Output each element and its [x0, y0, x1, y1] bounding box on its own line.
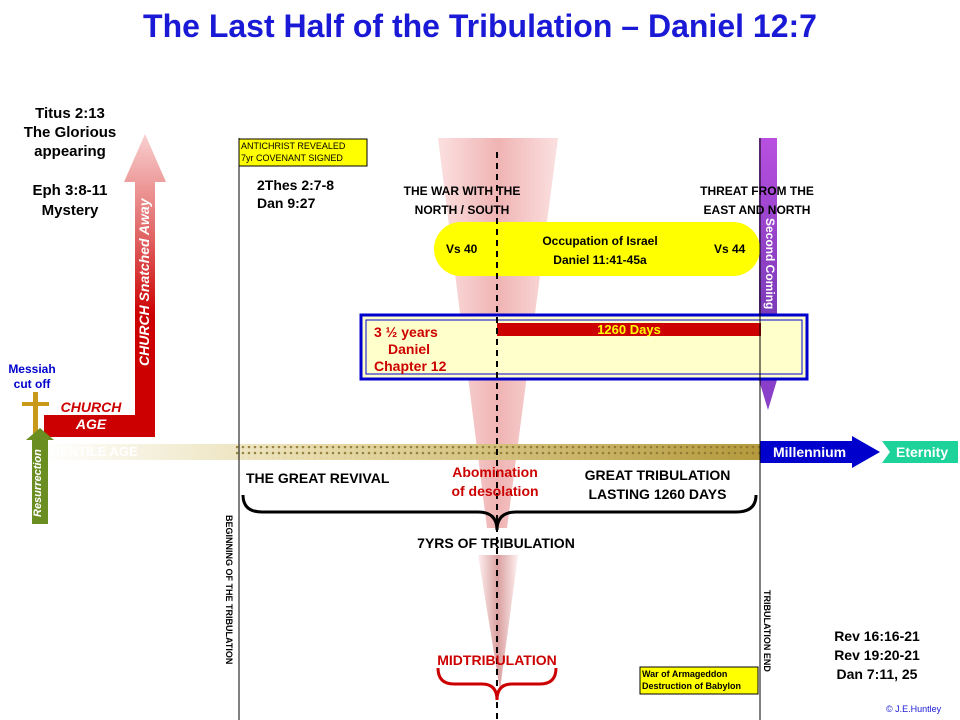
armageddon-text: War of Armageddon Destruction of Babylon [642, 668, 741, 692]
millennium-arrow [760, 436, 880, 468]
messiah-label: Messiah cut off [2, 362, 62, 392]
beginning-label: BEGINNING OF THE TRIBULATION [224, 515, 234, 665]
rev-line1: Rev 16:16-21 [834, 628, 920, 644]
great-trib-line1: GREAT TRIBULATION [584, 467, 731, 483]
occupation-pill [434, 222, 760, 276]
occupation-label: Occupation of Israel Daniel 11:41-45a [510, 232, 690, 270]
days-1260-label: 1260 Days [597, 322, 661, 337]
seven-years-label: 7YRS OF TRIBULATION [417, 535, 575, 551]
war-north-south: THE WAR WITH THE NORTH / SOUTH [387, 182, 537, 220]
copyright: © J.E.Huntley [886, 704, 942, 714]
threat-east-north: THREAT FROM THE EAST AND NORTH [682, 182, 832, 220]
thes-ref: 2Thes 2:7-8 Dan 9:27 [257, 176, 334, 212]
rev-line3: Dan 7:11, 25 [836, 666, 918, 682]
trib-end-label: TRIBULATION END [762, 590, 772, 672]
rev-line2: Rev 19:20-21 [834, 647, 920, 663]
antichrist-line2: 7yr COVENANT SIGNED [241, 153, 343, 163]
antichrist-text: ANTICHRIST REVEALED 7yr COVENANT SIGNED [241, 140, 345, 164]
days-1260-bar [497, 323, 761, 336]
abomination-line1: Abomination [452, 464, 538, 480]
messiah-line2: cut off [13, 377, 51, 391]
antichrist-box [238, 138, 368, 167]
cross-horizontal [22, 402, 49, 406]
threat-line2: EAST AND NORTH [703, 203, 811, 217]
second-coming-label: Second Coming [763, 218, 777, 310]
threat-line1: THREAT FROM THE [700, 184, 814, 198]
rev-refs: Rev 16:16-21 Rev 19:20-21 Dan 7:11, 25 [815, 627, 939, 684]
second-coming-bar-top [759, 138, 777, 318]
daniel-line1: 3 ½ years [374, 324, 438, 340]
resurrection-arrow [26, 428, 54, 524]
millennium-label: Millennium [773, 444, 847, 460]
messiah-line1: Messiah [8, 362, 56, 376]
midtrib-cone-lower [478, 555, 518, 690]
midtrib-brace [436, 667, 558, 701]
war-line1: THE WAR WITH THE [403, 184, 521, 198]
resurrection-label: Resurrection [32, 449, 44, 517]
occupation-line1: Occupation of Israel [542, 234, 658, 248]
gentile-age-label: GENTILE AGE [50, 444, 138, 459]
armageddon-line2: Destruction of Babylon [642, 681, 742, 691]
church-line: CHURCH [60, 399, 122, 415]
vs40-label: Vs 40 [446, 242, 478, 256]
titus-line: Titus 2:13 [35, 105, 105, 122]
eternity-arrow [882, 441, 958, 463]
appearing-line: appearing [34, 143, 106, 160]
thes-line1: 2Thes 2:7-8 [257, 177, 335, 193]
eph-ref: Eph 3:8-11 Mystery [10, 181, 130, 221]
seven-years-brace [241, 494, 758, 531]
daniel-line2: Daniel [388, 341, 431, 357]
midtrib-label: MIDTRIBULATION [437, 652, 557, 668]
age-line: AGE [75, 416, 107, 432]
church-arrow [44, 134, 166, 437]
thes-line2: Dan 9:27 [257, 195, 316, 211]
occupation-line2: Daniel 11:41-45a [553, 253, 647, 267]
abomination-label: Abomination of desolation [430, 463, 560, 501]
armageddon-box [639, 666, 759, 695]
great-revival-label: THE GREAT REVIVAL [246, 470, 390, 486]
church-age-label: CHURCH AGE [52, 399, 130, 433]
titus-ref: Titus 2:13 The Glorious appearing [10, 104, 130, 161]
eternity-label: Eternity [896, 444, 949, 460]
second-coming-arrow-tip [759, 380, 777, 410]
page-title: The Last Half of the Tribulation – Danie… [143, 8, 817, 44]
vs44-label: Vs 44 [714, 242, 746, 256]
glorious-line: The Glorious [23, 124, 117, 141]
great-trib-line2: LASTING 1260 DAYS [588, 486, 727, 502]
war-line2: NORTH / SOUTH [414, 203, 510, 217]
eph-line: Eph 3:8-11 [32, 182, 108, 199]
daniel-text: 3 ½ years Daniel Chapter 12 [374, 324, 446, 375]
daniel-line3: Chapter 12 [374, 358, 447, 374]
antichrist-line1: ANTICHRIST REVEALED [241, 141, 346, 151]
cross-vertical [33, 392, 38, 434]
church-snatched-label: CHURCH Snatched Away [136, 198, 152, 366]
abomination-line2: of desolation [451, 483, 539, 499]
great-tribulation-label: GREAT TRIBULATION LASTING 1260 DAYS [565, 466, 750, 504]
armageddon-line1: War of Armageddon [642, 669, 728, 679]
mystery-line: Mystery [41, 202, 99, 219]
